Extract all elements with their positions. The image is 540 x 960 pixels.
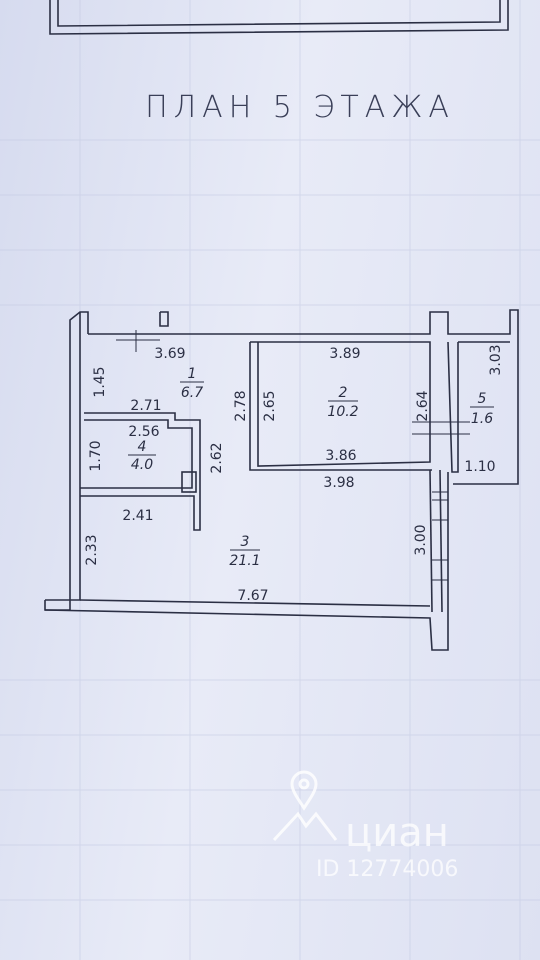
room-4-number: 4 — [138, 439, 147, 455]
watermark-brand: циан — [345, 810, 449, 856]
location-pin-icon — [272, 770, 338, 842]
interior-walls — [80, 341, 459, 613]
dim-2-78: 2.78 — [233, 390, 249, 421]
dim-1-10: 1.10 — [464, 459, 495, 475]
room-5-area: 1.6 — [471, 411, 493, 427]
dim-2-41: 2.41 — [122, 508, 153, 524]
dim-2-71: 2.71 — [130, 398, 161, 414]
room-2-area: 10.2 — [327, 404, 358, 420]
room-5-number: 5 — [478, 391, 487, 407]
room-1-area: 6.7 — [181, 385, 203, 401]
room-4-area: 4.0 — [131, 457, 153, 473]
dim-3-03: 3.03 — [488, 344, 504, 375]
room-3-number: 3 — [241, 534, 250, 550]
dim-2-62: 2.62 — [209, 442, 225, 473]
dim-3-98: 3.98 — [323, 475, 354, 491]
dim-2-33: 2.33 — [84, 534, 100, 565]
watermark-id: ID 12774006 — [316, 857, 458, 882]
dimension-labels: 3.69 1.45 2.71 2.56 1.70 2.62 2.41 2.33 … — [84, 344, 504, 604]
room-labels: 1 6.7 2 10.2 3 21.1 4 4.0 5 1.6 — [128, 366, 494, 569]
room-1-number: 1 — [188, 366, 197, 382]
room-2-number: 2 — [339, 385, 348, 401]
dim-7-67: 7.67 — [237, 588, 268, 604]
dim-3-86: 3.86 — [325, 448, 356, 464]
window-marks — [116, 330, 470, 581]
dim-2-56: 2.56 — [128, 424, 159, 440]
watermark: циан ID 12774006 — [272, 770, 458, 882]
dim-3-89: 3.89 — [329, 346, 360, 362]
dim-2-65: 2.65 — [262, 390, 278, 421]
outer-walls — [44, 309, 519, 651]
dim-2-64: 2.64 — [415, 390, 431, 421]
dim-1-45: 1.45 — [92, 366, 108, 397]
top-frame — [49, 0, 509, 35]
room-3-area: 21.1 — [229, 553, 260, 569]
dim-3-69: 3.69 — [154, 346, 185, 362]
dim-1-70: 1.70 — [88, 440, 104, 471]
dim-3-00: 3.00 — [413, 524, 429, 555]
plan-title: ПЛАН 5 ЭТАЖА — [145, 90, 455, 125]
